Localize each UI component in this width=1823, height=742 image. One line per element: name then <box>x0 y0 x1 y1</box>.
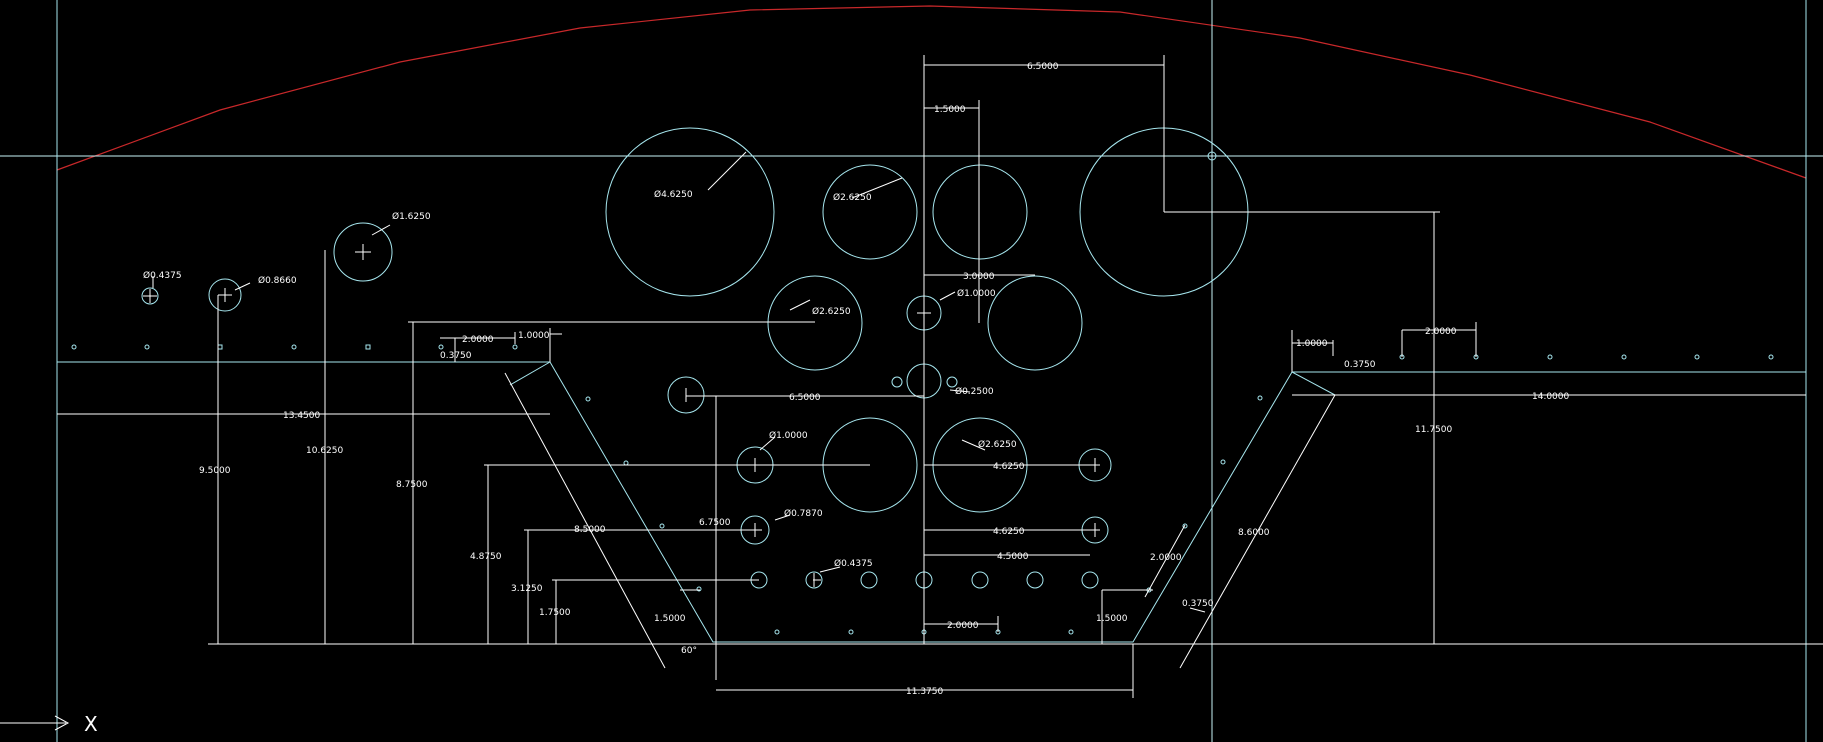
small-hole-3 <box>860 571 878 589</box>
dim-d-1-6250: Ø1.6250 <box>392 211 431 222</box>
hole-0-4375-left <box>141 287 159 305</box>
medium-hole-1 <box>822 164 918 260</box>
dim-d-0-8660: Ø0.8660 <box>258 275 297 286</box>
dim-h-6-5000-mid: 6.5000 <box>789 393 821 403</box>
dim-d-2-6250-c: Ø2.6250 <box>978 439 1017 450</box>
left-slope-inner <box>509 361 551 386</box>
dim-v-9-5000: 9.5000 <box>199 466 231 476</box>
part-outline[interactable] <box>57 361 1806 643</box>
dim-h-1-0000-left: 1.0000 <box>518 331 550 341</box>
dim-v-11-7500: 11.7500 <box>1415 425 1452 435</box>
dim-h-1-0000-right: 1.0000 <box>1296 339 1328 349</box>
small-hole-5 <box>971 571 989 589</box>
dim-d-2-6250-a: Ø2.6250 <box>833 192 872 203</box>
dim-v-1-5000-right: 1.5000 <box>1096 614 1128 624</box>
dim-v-3-1250: 3.1250 <box>511 584 543 594</box>
dim-h-11-3750: 11.3750 <box>906 687 943 697</box>
dim-d-0-4375-b: Ø0.4375 <box>834 558 873 569</box>
dim-h-4-6250-b: 4.6250 <box>993 527 1025 537</box>
dim-d-0-7870: Ø0.7870 <box>784 508 823 519</box>
dim-v-10-6250: 10.6250 <box>306 446 343 456</box>
hole-1-6250 <box>333 222 393 282</box>
dim-angle-60: 60° <box>681 646 697 656</box>
dim-h-4-5000: 4.5000 <box>997 552 1029 562</box>
dim-d-1-0000-b: Ø1.0000 <box>769 430 808 441</box>
dim-d-1-0000-a: Ø1.0000 <box>957 288 996 299</box>
dim-a-8-5000: 8.5000 <box>574 525 606 535</box>
dimension-labels: Ø4.6250 Ø2.6250 Ø2.6250 Ø2.6250 Ø1.6250 … <box>143 62 1569 697</box>
dim-d-2-6250-b: Ø2.6250 <box>812 306 851 317</box>
dim-a-0-3750: 0.3750 <box>1182 599 1214 609</box>
dim-a-2-0000: 2.0000 <box>1150 553 1182 563</box>
dim-h-13-4500: 13.4500 <box>283 411 320 421</box>
dim-v-8-7500: 8.7500 <box>396 480 428 490</box>
large-hole-left <box>605 127 775 297</box>
dim-h-14-0000: 14.0000 <box>1532 392 1569 402</box>
axis-x-label: X <box>84 712 98 736</box>
dim-d-0-2500: Ø0.2500 <box>955 386 994 397</box>
dim-h-2-0000-right: 2.0000 <box>1425 327 1457 337</box>
dim-h-6-5000-top: 6.5000 <box>1027 62 1059 72</box>
dim-h-4-6250-a: 4.6250 <box>993 462 1025 472</box>
medium-hole-2 <box>932 164 1028 260</box>
dim-h-3-0000: 3.0000 <box>963 272 995 282</box>
small-hole-7 <box>1081 571 1099 589</box>
medium-hole-4 <box>987 275 1083 371</box>
tiny-hole-1 <box>891 376 903 388</box>
dim-h-0-3750-right: 0.3750 <box>1344 360 1376 370</box>
dim-v-1-7500: 1.7500 <box>539 608 571 618</box>
ucs-axis-icon: X <box>0 712 98 736</box>
dim-v-4-8750: 4.8750 <box>470 552 502 562</box>
dim-d-4-6250: Ø4.6250 <box>654 189 693 200</box>
dim-v-6-7500: 6.7500 <box>699 518 731 528</box>
hole-0-8660 <box>208 278 242 312</box>
boundary-arc <box>56 5 1807 179</box>
marker-dots <box>71 151 1774 635</box>
hole-left-mid <box>667 376 705 414</box>
small-hole-6 <box>1026 571 1044 589</box>
dim-a-8-6000: 8.6000 <box>1238 528 1270 538</box>
dimension-lines <box>57 55 1806 698</box>
dim-v-1-5000-left: 1.5000 <box>654 614 686 624</box>
tiny-hole-2 <box>946 376 958 388</box>
dim-h-1-5000-top: 1.5000 <box>934 105 966 115</box>
dim-h-2-0000-left: 2.0000 <box>462 335 494 345</box>
small-hole-2 <box>805 571 823 589</box>
dim-h-0-3750-left: 0.3750 <box>440 351 472 361</box>
dim-d-0-4375-a: Ø0.4375 <box>143 270 182 281</box>
hole-group[interactable] <box>141 127 1249 589</box>
medium-hole-3 <box>767 275 863 371</box>
dim-h-2-0000-bottom: 2.0000 <box>947 621 979 631</box>
right-slope-inner <box>1291 371 1336 396</box>
